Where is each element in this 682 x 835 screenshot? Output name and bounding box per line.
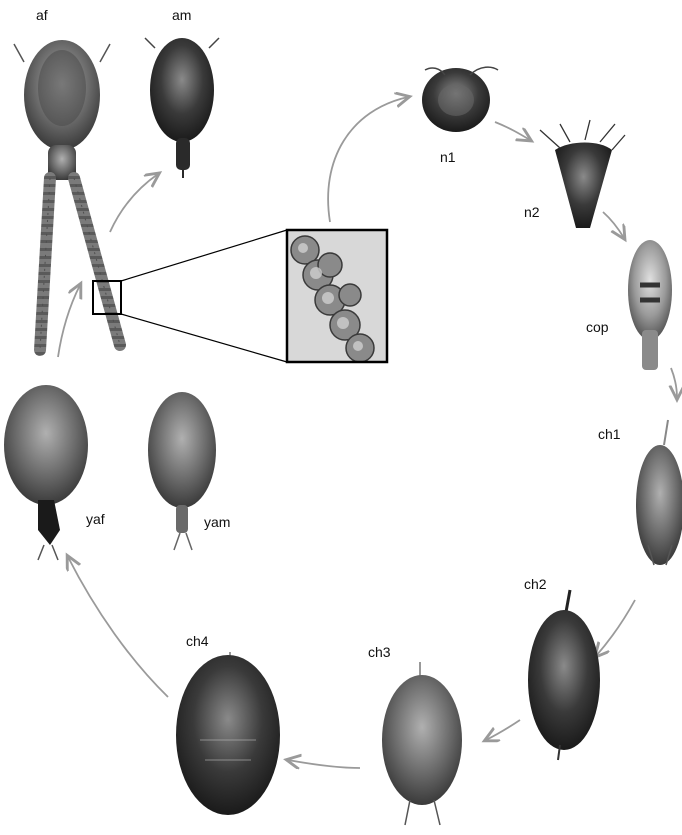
label-cop: cop — [586, 320, 609, 334]
adult-female-specimen — [14, 40, 120, 350]
label-n1: n1 — [440, 150, 456, 164]
label-ch1: ch1 — [598, 427, 621, 441]
arrow-n2-to-cop — [603, 212, 624, 238]
nauplius-1-specimen — [422, 67, 498, 132]
chalimus-3-specimen — [382, 662, 462, 825]
adult-male-specimen — [145, 38, 219, 178]
arrow-n1-to-n2 — [495, 122, 530, 140]
arrow-ch2-to-ch3 — [486, 720, 520, 740]
label-ch3: ch3 — [368, 645, 391, 659]
arrow-af-to-am — [110, 174, 158, 232]
label-ch2: ch2 — [524, 577, 547, 591]
label-am: am — [172, 8, 191, 22]
egg-sac-zoom-inset — [287, 230, 387, 362]
chalimus-4-specimen — [176, 652, 280, 815]
arrow-yaf-to-af — [58, 285, 80, 357]
label-yaf: yaf — [86, 512, 105, 526]
arrow-ch4-to-yaf — [68, 557, 168, 697]
nauplius-2-specimen — [540, 120, 625, 228]
copepodite-specimen — [628, 240, 672, 370]
zoom-line-bottom — [121, 314, 287, 362]
label-af: af — [36, 8, 48, 22]
arrow-ch1-to-ch2 — [596, 600, 635, 656]
label-yam: yam — [204, 515, 230, 529]
zoom-line-top — [121, 230, 287, 281]
chalimus-1-specimen — [636, 420, 682, 565]
arrow-egg-to-n1 — [328, 97, 408, 222]
arrow-ch3-to-ch4 — [288, 760, 360, 768]
young-adult-female-specimen — [4, 385, 88, 560]
chalimus-2-specimen — [528, 590, 600, 760]
label-n2: n2 — [524, 205, 540, 219]
label-ch4: ch4 — [186, 634, 209, 648]
arrow-cop-to-ch1 — [671, 368, 677, 398]
